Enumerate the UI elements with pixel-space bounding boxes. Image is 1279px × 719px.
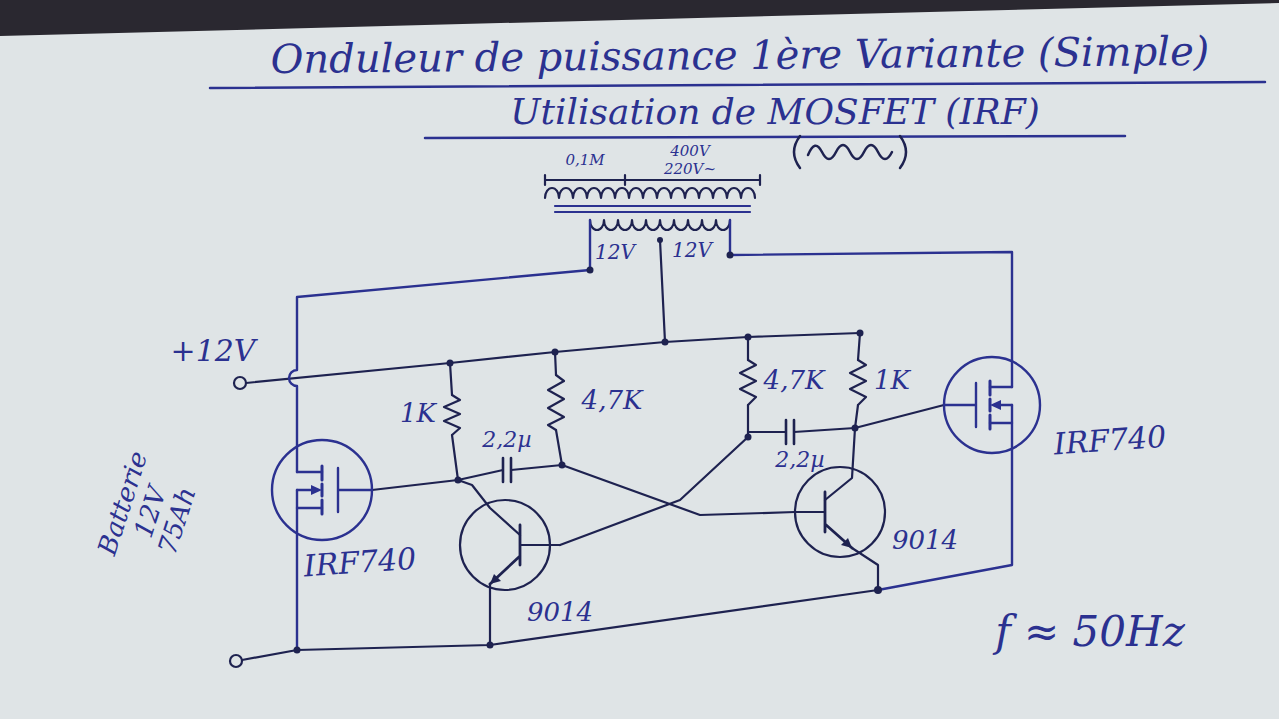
voltage-label: 12V [672,239,712,261]
frequency-note: f ≈ 50Hz [995,609,1185,655]
wire [242,240,944,660]
part-number: 9014 [892,526,958,555]
wire-gauge-label: 0,1M [565,152,604,169]
wire [289,220,1012,650]
transformer-symbol [545,175,760,230]
voltage-label: 12V [595,241,635,263]
mosfet-symbol [272,357,1040,540]
part-number: 9014 [527,598,593,627]
voltage-label: 400V [670,143,709,160]
capacitor-value: 2,2µ [482,428,531,452]
sine-wave-symbol [794,136,906,168]
title-underline [210,82,1265,88]
battery-label: Batterie 12V 75Ah [90,439,210,584]
title: Onduleur de puissance 1ère Variante (Sim… [270,29,1209,81]
resistor-value: 1K [400,399,436,428]
terminal-symbol [230,377,246,667]
subtitle: Utilisation de MOSFET (IRF) [510,92,1040,132]
resistor-value: 1K [874,366,910,395]
resistor-value: 4,7K [764,366,825,395]
subtitle-underline [425,136,1125,138]
junction-dot [294,237,883,654]
capacitor-value: 2,2µ [775,448,824,472]
npn-transistor-symbol [460,467,885,590]
part-number: IRF740 [303,542,418,583]
resistor-symbol [444,360,866,435]
emitter-arrow [490,538,852,584]
supply-label: +12V [171,334,256,367]
capacitor-symbol [503,420,794,482]
part-number: IRF740 [1053,420,1168,461]
resistor-value: 4,7K [582,386,643,415]
voltage-label: 220V~ [664,161,716,178]
